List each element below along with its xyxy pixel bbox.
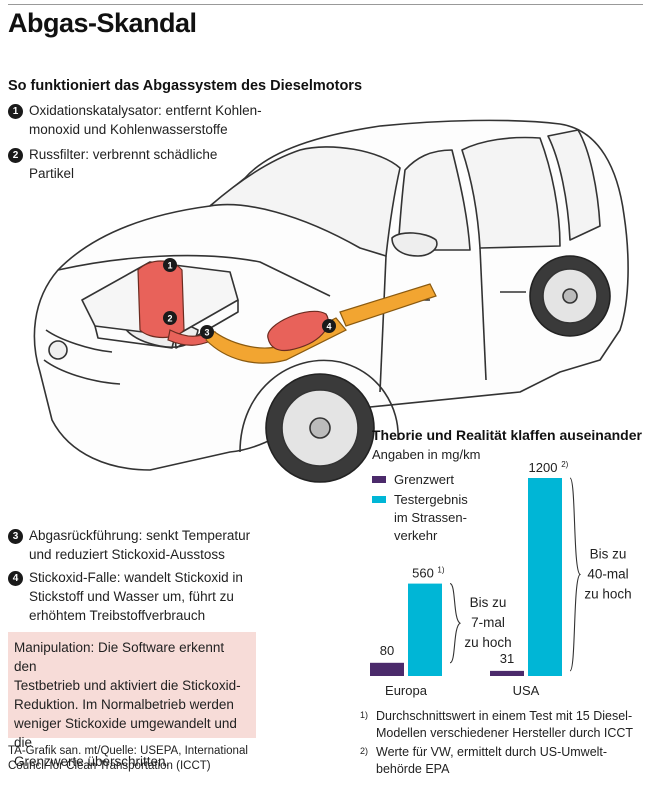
brace-europa bbox=[449, 583, 462, 664]
step-line: monoxid und Kohlenwasserstoffe bbox=[29, 122, 228, 137]
bar-limit-europa bbox=[370, 662, 404, 676]
section-subtitle: So funktioniert das Abgassystem des Dies… bbox=[8, 78, 363, 94]
footnote-line: behörde EPA bbox=[376, 762, 450, 776]
front-side-window bbox=[397, 149, 471, 251]
rear-side-window bbox=[461, 136, 561, 249]
value-footnote-mark: 1) bbox=[437, 566, 444, 575]
step-line: Partikel bbox=[29, 166, 75, 181]
front-wheel-arch bbox=[239, 359, 399, 453]
manipulation-line: weniger Stickoxide umgewandelt und die bbox=[14, 716, 237, 750]
footnote-1: 1) Durchschnittswert in einem Test mit 1… bbox=[360, 708, 645, 742]
manipulation-box: Manipulation: Die Software erkennt den T… bbox=[8, 632, 256, 769]
bar-limit-usa bbox=[490, 670, 524, 676]
category-label-europa: Europa bbox=[385, 683, 428, 698]
value-label-limit-europa: 80 bbox=[380, 643, 394, 658]
annotation-usa: 40-mal bbox=[587, 566, 628, 581]
step-number: 2 bbox=[8, 148, 23, 163]
exhaust-pipe-rear bbox=[339, 283, 437, 327]
step-line: Russfilter: verbrennt schädliche bbox=[29, 147, 218, 162]
value-label-test-usa: 1200 bbox=[529, 460, 558, 475]
annotation-usa: Bis zu bbox=[590, 546, 627, 561]
footnote-line: Modellen verschiedener Hersteller durch … bbox=[376, 726, 634, 740]
source-credit: TA-Grafik san. mt/Quelle: USEPA, Interna… bbox=[8, 744, 268, 774]
chart-bars bbox=[370, 478, 562, 676]
source-line: Council for Clean Transportation (ICCT) bbox=[8, 760, 211, 772]
particle-filter bbox=[137, 260, 185, 339]
manipulation-line: Reduktion. Im Normalbetrieb werden bbox=[14, 697, 234, 712]
chart-subtitle: Angaben in mg/km bbox=[372, 447, 481, 462]
car-illustration: 1 2 3 4 bbox=[33, 119, 629, 483]
side-mirror bbox=[391, 232, 438, 257]
step-1: 1 Oxidationskatalysator: entfernt Kohlen-… bbox=[8, 101, 262, 139]
marker-3: 3 bbox=[204, 328, 209, 338]
step-number: 1 bbox=[8, 104, 23, 119]
value-label-test-europa: 560 bbox=[412, 566, 434, 581]
legend-swatch-test bbox=[372, 496, 386, 503]
exhaust-pipe bbox=[205, 317, 347, 364]
grille bbox=[45, 329, 113, 353]
footnote-line: Durchschnittswert in einem Test mit 15 D… bbox=[376, 709, 633, 723]
windshield bbox=[209, 146, 401, 257]
annotation-europa: Bis zu bbox=[470, 595, 507, 610]
top-rule bbox=[8, 4, 643, 5]
footnote-mark: 2) bbox=[360, 746, 369, 756]
step-line: Stickoxid-Falle: wandelt Stickoxid in bbox=[29, 570, 243, 585]
step-number: 3 bbox=[8, 529, 23, 544]
step-3: 3 Abgasrückführung: senkt Temperatur und r… bbox=[8, 526, 250, 564]
chart-title: Theorie und Realität klaffen auseinander bbox=[372, 427, 642, 443]
annotation-europa: 7-mal bbox=[471, 615, 505, 630]
marker-2: 2 bbox=[167, 314, 172, 324]
footnote-mark: 1) bbox=[360, 710, 369, 720]
step-line: erhöhtem Treibstoffverbrauch bbox=[29, 608, 206, 623]
footnote-2: 2) Werte für VW, ermittelt durch US-Umwe… bbox=[360, 744, 645, 778]
annotation-usa: zu hoch bbox=[584, 586, 631, 601]
marker-1: 1 bbox=[167, 261, 172, 271]
source-line: TA-Grafik san. mt/Quelle: USEPA, Interna… bbox=[8, 745, 248, 757]
legend-label-limit: Grenzwert bbox=[394, 472, 454, 487]
footnote-line: Werte für VW, ermittelt durch US-Umwelt- bbox=[376, 745, 608, 759]
step-4: 4 Stickoxid-Falle: wandelt Stickoxid in St… bbox=[8, 568, 243, 625]
step-line: Oxidationskatalysator: entfernt Kohlen- bbox=[29, 103, 262, 118]
legend-swatch-limit bbox=[372, 476, 386, 483]
step-number: 4 bbox=[8, 571, 23, 586]
value-footnote-mark: 2) bbox=[561, 460, 568, 469]
bar-test-usa bbox=[528, 478, 562, 676]
manipulation-line: Testbetrieb und aktiviert die Stickoxid- bbox=[14, 678, 241, 693]
value-label-limit-usa: 31 bbox=[500, 651, 514, 666]
rear-quarter-window bbox=[547, 129, 601, 241]
step-line: und reduziert Stickoxid-Ausstoss bbox=[29, 547, 225, 562]
manipulation-line: Grenzwerte überschritten. bbox=[14, 754, 170, 769]
category-label-usa: USA bbox=[513, 683, 540, 698]
step-line: Abgasrückführung: senkt Temperatur bbox=[29, 528, 251, 543]
manipulation-line: Manipulation: Die Software erkennt den bbox=[14, 640, 225, 674]
legend-label-test: verkehr bbox=[394, 528, 438, 543]
legend-label-test: im Strassen- bbox=[394, 510, 467, 525]
brace-usa bbox=[569, 477, 582, 672]
bar-test-europa bbox=[408, 583, 442, 676]
annotation-europa: zu hoch bbox=[464, 635, 511, 650]
page-title: Abgas-Skandal bbox=[8, 8, 197, 38]
brand-logo bbox=[48, 340, 68, 360]
legend-label-test: Testergebnis bbox=[394, 492, 468, 507]
marker-4: 4 bbox=[326, 322, 331, 332]
step-line: Stickstoff und Wasser um, führt zu bbox=[29, 589, 234, 604]
